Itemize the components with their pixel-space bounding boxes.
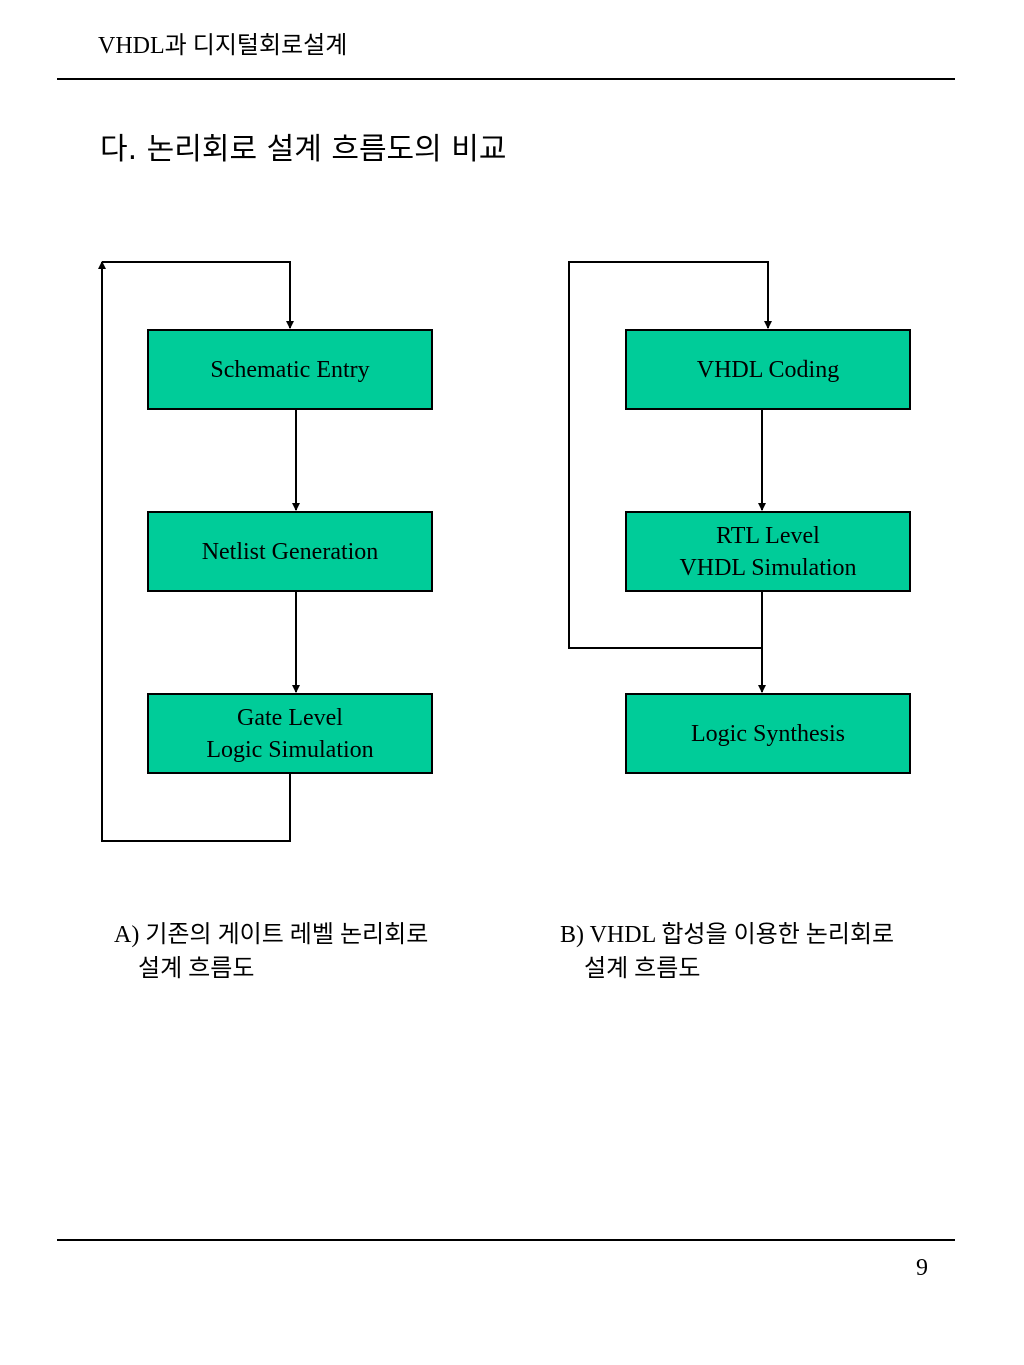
flow-b-box-rtl-simulation: RTL Level VHDL Simulation [625,511,911,592]
flow-a-feedback-loop [98,261,291,842]
flow-a-box-netlist-generation: Netlist Generation [147,511,433,592]
flow-b-box-vhdl-coding: VHDL Coding [625,329,911,410]
flow-b-caption: B) VHDL 합성을 이용한 논리회로 설계 흐름도 [560,922,895,982]
flow-b-box-logic-synthesis: Logic Synthesis [625,693,911,774]
flow-b-feedback-loop [568,261,772,649]
footer-divider [57,1239,955,1241]
header-divider [57,78,955,80]
header-title: VHDL과 디지털회로설계 [98,33,348,59]
flow-a-box-schematic-entry: Schematic Entry [147,329,433,410]
flow-a-arrow-entry [102,261,294,329]
page-number: 9 [916,1255,928,1281]
section-title: 다. 논리회로 설계 흐름도의 비교 [100,132,507,167]
flow-a-box-gate-level-simulation: Gate Level Logic Simulation [147,693,433,774]
flow-a-caption: A) 기존의 게이트 레벨 논리회로 설계 흐름도 [114,922,429,982]
